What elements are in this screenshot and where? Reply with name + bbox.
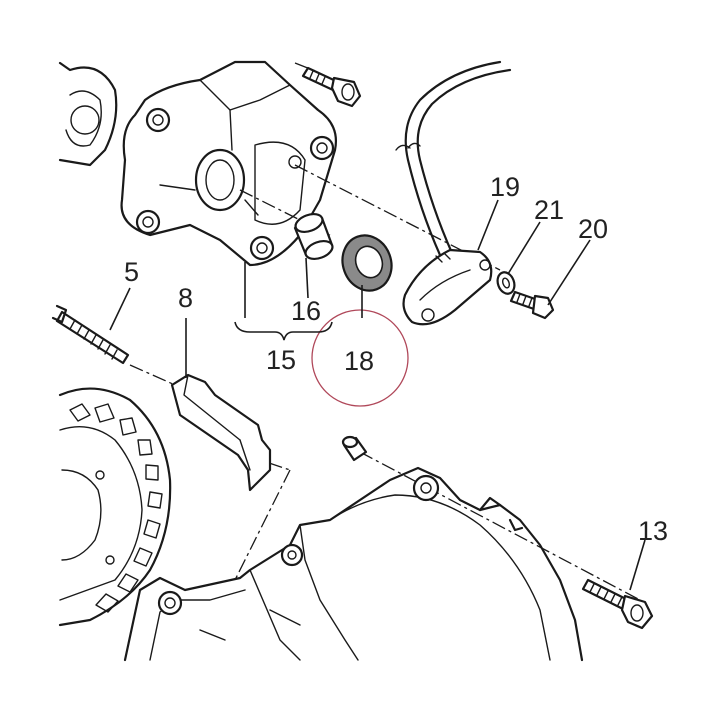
- callout-8: 8: [178, 283, 193, 313]
- part-16-bushing: [293, 212, 334, 261]
- callout-5: 5: [124, 257, 139, 287]
- highlight-circle: [311, 309, 409, 407]
- part-5-bolt: [51, 304, 130, 365]
- callout-13: 13: [638, 516, 668, 546]
- callout-21: 21: [534, 195, 564, 225]
- callout-15: 15: [266, 345, 296, 375]
- dowel-pin: [341, 435, 368, 462]
- leader-lines: [109, 199, 646, 591]
- callout-labels: 5 8 13 15 16 18 19 20 21: [124, 172, 668, 546]
- part-19-sensor: [395, 60, 512, 326]
- part-18-oil-seal: [341, 234, 393, 292]
- callout-18: 18: [344, 346, 374, 376]
- top-bolt: [301, 66, 362, 108]
- stator-assembly: [58, 387, 172, 627]
- assembly-axes: [129, 62, 641, 601]
- part-13-bolt: [581, 578, 654, 630]
- part-21-washer: [496, 271, 516, 295]
- callout-19: 19: [490, 172, 520, 202]
- housing-casting: [58, 60, 337, 267]
- callout-20: 20: [578, 214, 608, 244]
- callout-16: 16: [291, 296, 321, 326]
- lower-cover: [123, 466, 584, 662]
- part-8-bracket: [170, 373, 272, 492]
- part-20-screw: [509, 290, 555, 320]
